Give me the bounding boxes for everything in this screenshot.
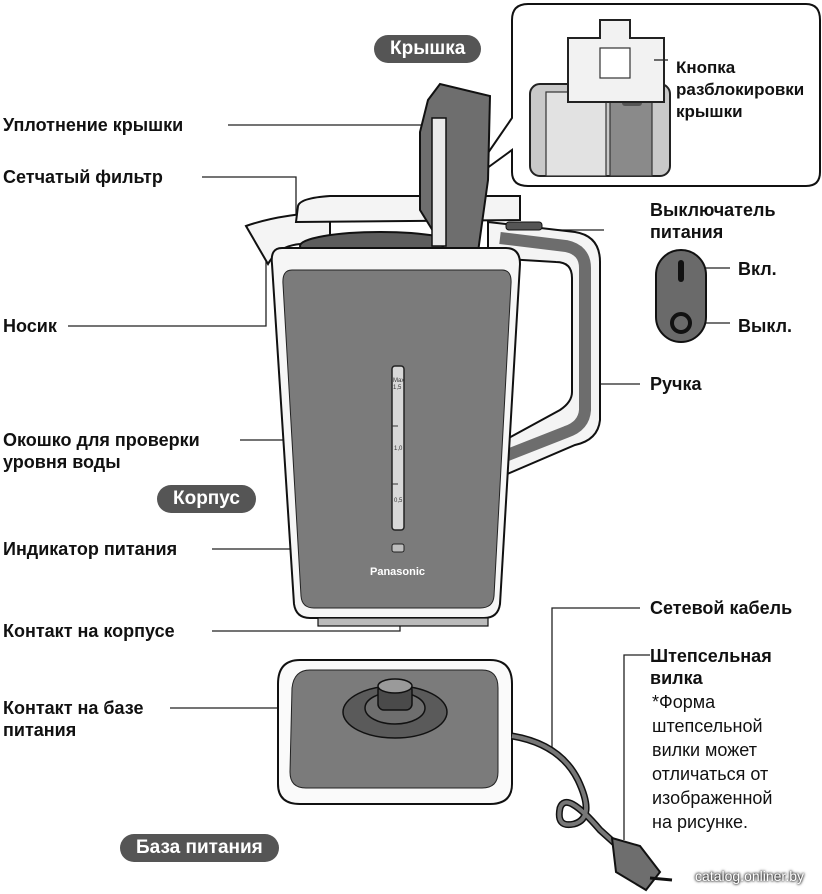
label-handle: Ручка bbox=[650, 374, 702, 394]
label-power-cord: Сетевой кабель bbox=[650, 598, 793, 618]
scale-max: Max 1,5 bbox=[393, 378, 405, 391]
section-label-base: База питания bbox=[120, 834, 279, 862]
label-lid-seal: Уплотнение крышки bbox=[3, 115, 184, 135]
label-plug: Штепсельная вилка bbox=[650, 646, 772, 688]
section-label-body: Корпус bbox=[157, 485, 256, 513]
label-power-switch: Выключатель питания bbox=[650, 200, 776, 242]
scale-mid: 1,0 bbox=[394, 446, 403, 452]
label-power-indicator: Индикатор питания bbox=[3, 539, 178, 559]
label-switch-off: Выкл. bbox=[738, 316, 793, 336]
scale-min: 0,5 bbox=[394, 498, 403, 504]
label-water-window: Окошко для проверки уровня воды bbox=[3, 430, 200, 472]
label-body-contact: Контакт на корпусе bbox=[3, 621, 175, 641]
lid-release-inset bbox=[467, 3, 821, 187]
label-lid-release: Кнопка разблокировки крышки bbox=[676, 58, 805, 121]
label-switch-on: Вкл. bbox=[738, 259, 777, 279]
brand-logo: Panasonic bbox=[370, 566, 426, 578]
label-mesh-filter: Сетчатый фильтр bbox=[3, 167, 163, 187]
label-spout: Носик bbox=[3, 316, 57, 336]
plug-note: *Форма штепсельной вилки может отличатьс… bbox=[652, 692, 773, 832]
watermark: catalog.onliner.by bbox=[695, 868, 804, 884]
section-label-lid: Крышка bbox=[374, 35, 482, 63]
plug-icon bbox=[610, 836, 673, 892]
label-base-contact: Контакт на базе питания bbox=[3, 698, 144, 740]
